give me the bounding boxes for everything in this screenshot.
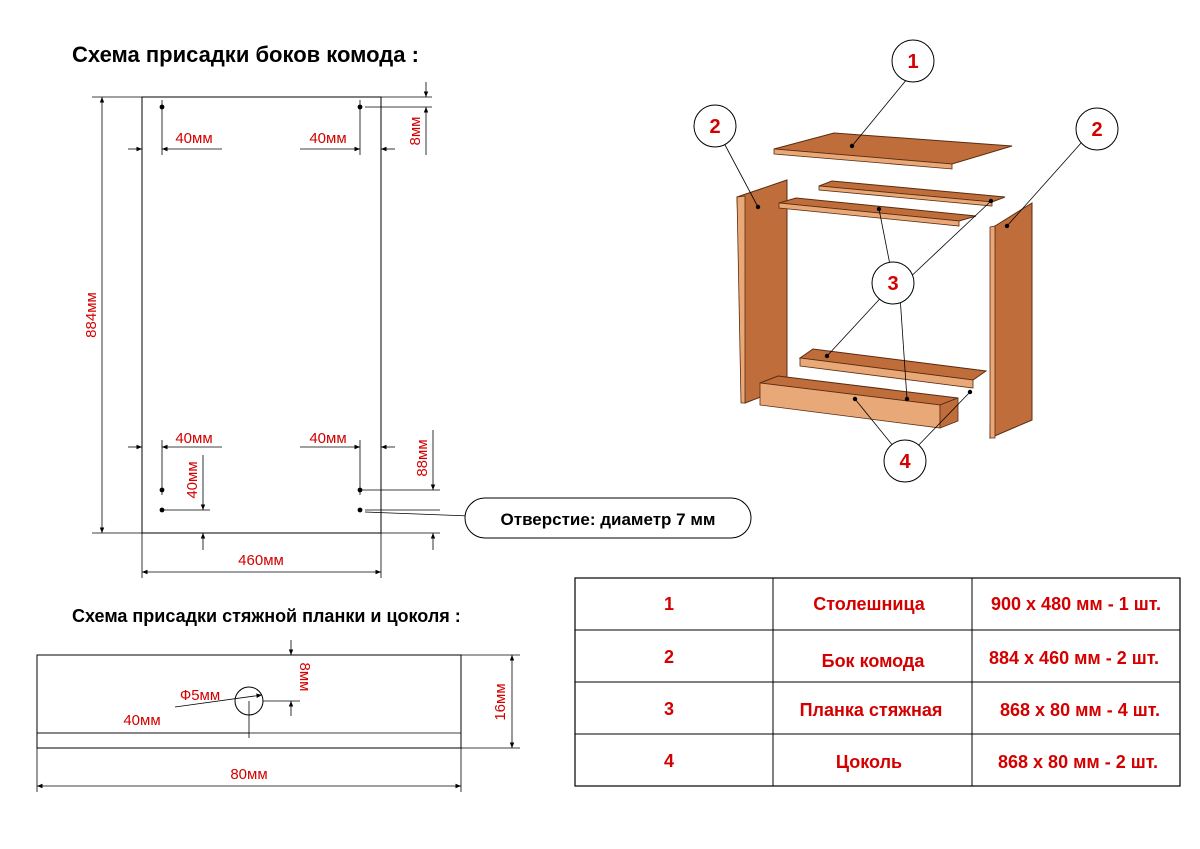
bottom-right-offset-label: 40мм (309, 430, 346, 447)
table-row: 2 Бок комода 884 х 460 мм - 2 шт. (664, 647, 1159, 671)
row-number: 4 (664, 751, 674, 771)
plank-scheme-title: Схема присадки стяжной планки и цоколя : (72, 606, 461, 626)
row-number: 1 (664, 594, 674, 614)
callout-2-left-label: 2 (709, 116, 720, 138)
side-panel-outline (141, 96, 382, 534)
top-left-offset-label: 40мм (175, 130, 212, 147)
hole-marker (357, 507, 363, 513)
bottom-right-vertical-label: 88мм (414, 439, 431, 476)
side-panel-drawing: 884мм 460мм 40мм 40мм 8мм 40мм 40мм (83, 82, 752, 578)
table-row: 1 Столешница 900 х 480 мм - 1 шт. (664, 594, 1161, 614)
table-row: 4 Цоколь 868 х 80 мм - 2 шт. (664, 751, 1158, 772)
row-number: 2 (664, 647, 674, 667)
callout-4 (883, 439, 927, 483)
table-row: 3 Планка стяжная 868 х 80 мм - 4 шт. (664, 699, 1160, 720)
right-side-panel (989, 202, 1033, 439)
callout-2-left (693, 104, 737, 148)
callout-4-label: 4 (899, 451, 911, 473)
bottom-left-offset-label: 40мм (175, 430, 212, 447)
plank-top-offset-label: 8мм (296, 663, 313, 692)
row-part-size: 900 х 480 мм - 1 шт. (991, 594, 1161, 614)
callout-2-right (1075, 107, 1119, 151)
assembly-illustration: 1 2 2 3 4 (693, 39, 1119, 483)
row-number: 3 (664, 699, 674, 719)
row-part-name: Планка стяжная (800, 700, 943, 720)
bottom-left-vertical-label: 40мм (184, 461, 201, 498)
callout-3-label: 3 (887, 273, 898, 295)
plank-hole-offset-label: 40мм (123, 712, 160, 729)
hole-note-bubble (464, 497, 752, 539)
panel-height-label: 884мм (83, 292, 100, 338)
plank-outline (36, 654, 462, 749)
side-scheme-title: Схема присадки боков комода : (72, 42, 419, 67)
row-part-size: 868 х 80 мм - 4 шт. (1000, 700, 1160, 720)
callout-1 (891, 39, 935, 83)
panel-width-label: 460мм (238, 552, 284, 569)
plank-hole-diameter-label: Ф5мм (180, 687, 220, 704)
hole-note-text: Отверстие: диаметр 7 мм (501, 510, 716, 529)
top-right-offset-label: 40мм (309, 130, 346, 147)
row-part-size: 884 х 460 мм - 2 шт. (989, 648, 1159, 668)
row-part-name: Цоколь (836, 752, 902, 772)
parts-table: 1 Столешница 900 х 480 мм - 1 шт. 2 Бок … (574, 577, 1181, 787)
row-part-name: Столешница (813, 594, 926, 614)
row-part-name: Бок комода (822, 651, 926, 671)
plank-length-label: 80мм (230, 766, 267, 783)
callout-2-right-label: 2 (1091, 119, 1102, 141)
callout-3 (871, 261, 915, 305)
plank-drawing: Ф5мм 40мм 8мм 16мм 80мм (36, 640, 520, 792)
row-part-size: 868 х 80 мм - 2 шт. (998, 752, 1158, 772)
plank-thickness-label: 16мм (492, 683, 509, 720)
top-vertical-label: 8мм (407, 117, 424, 146)
callout-1-label: 1 (907, 51, 918, 73)
